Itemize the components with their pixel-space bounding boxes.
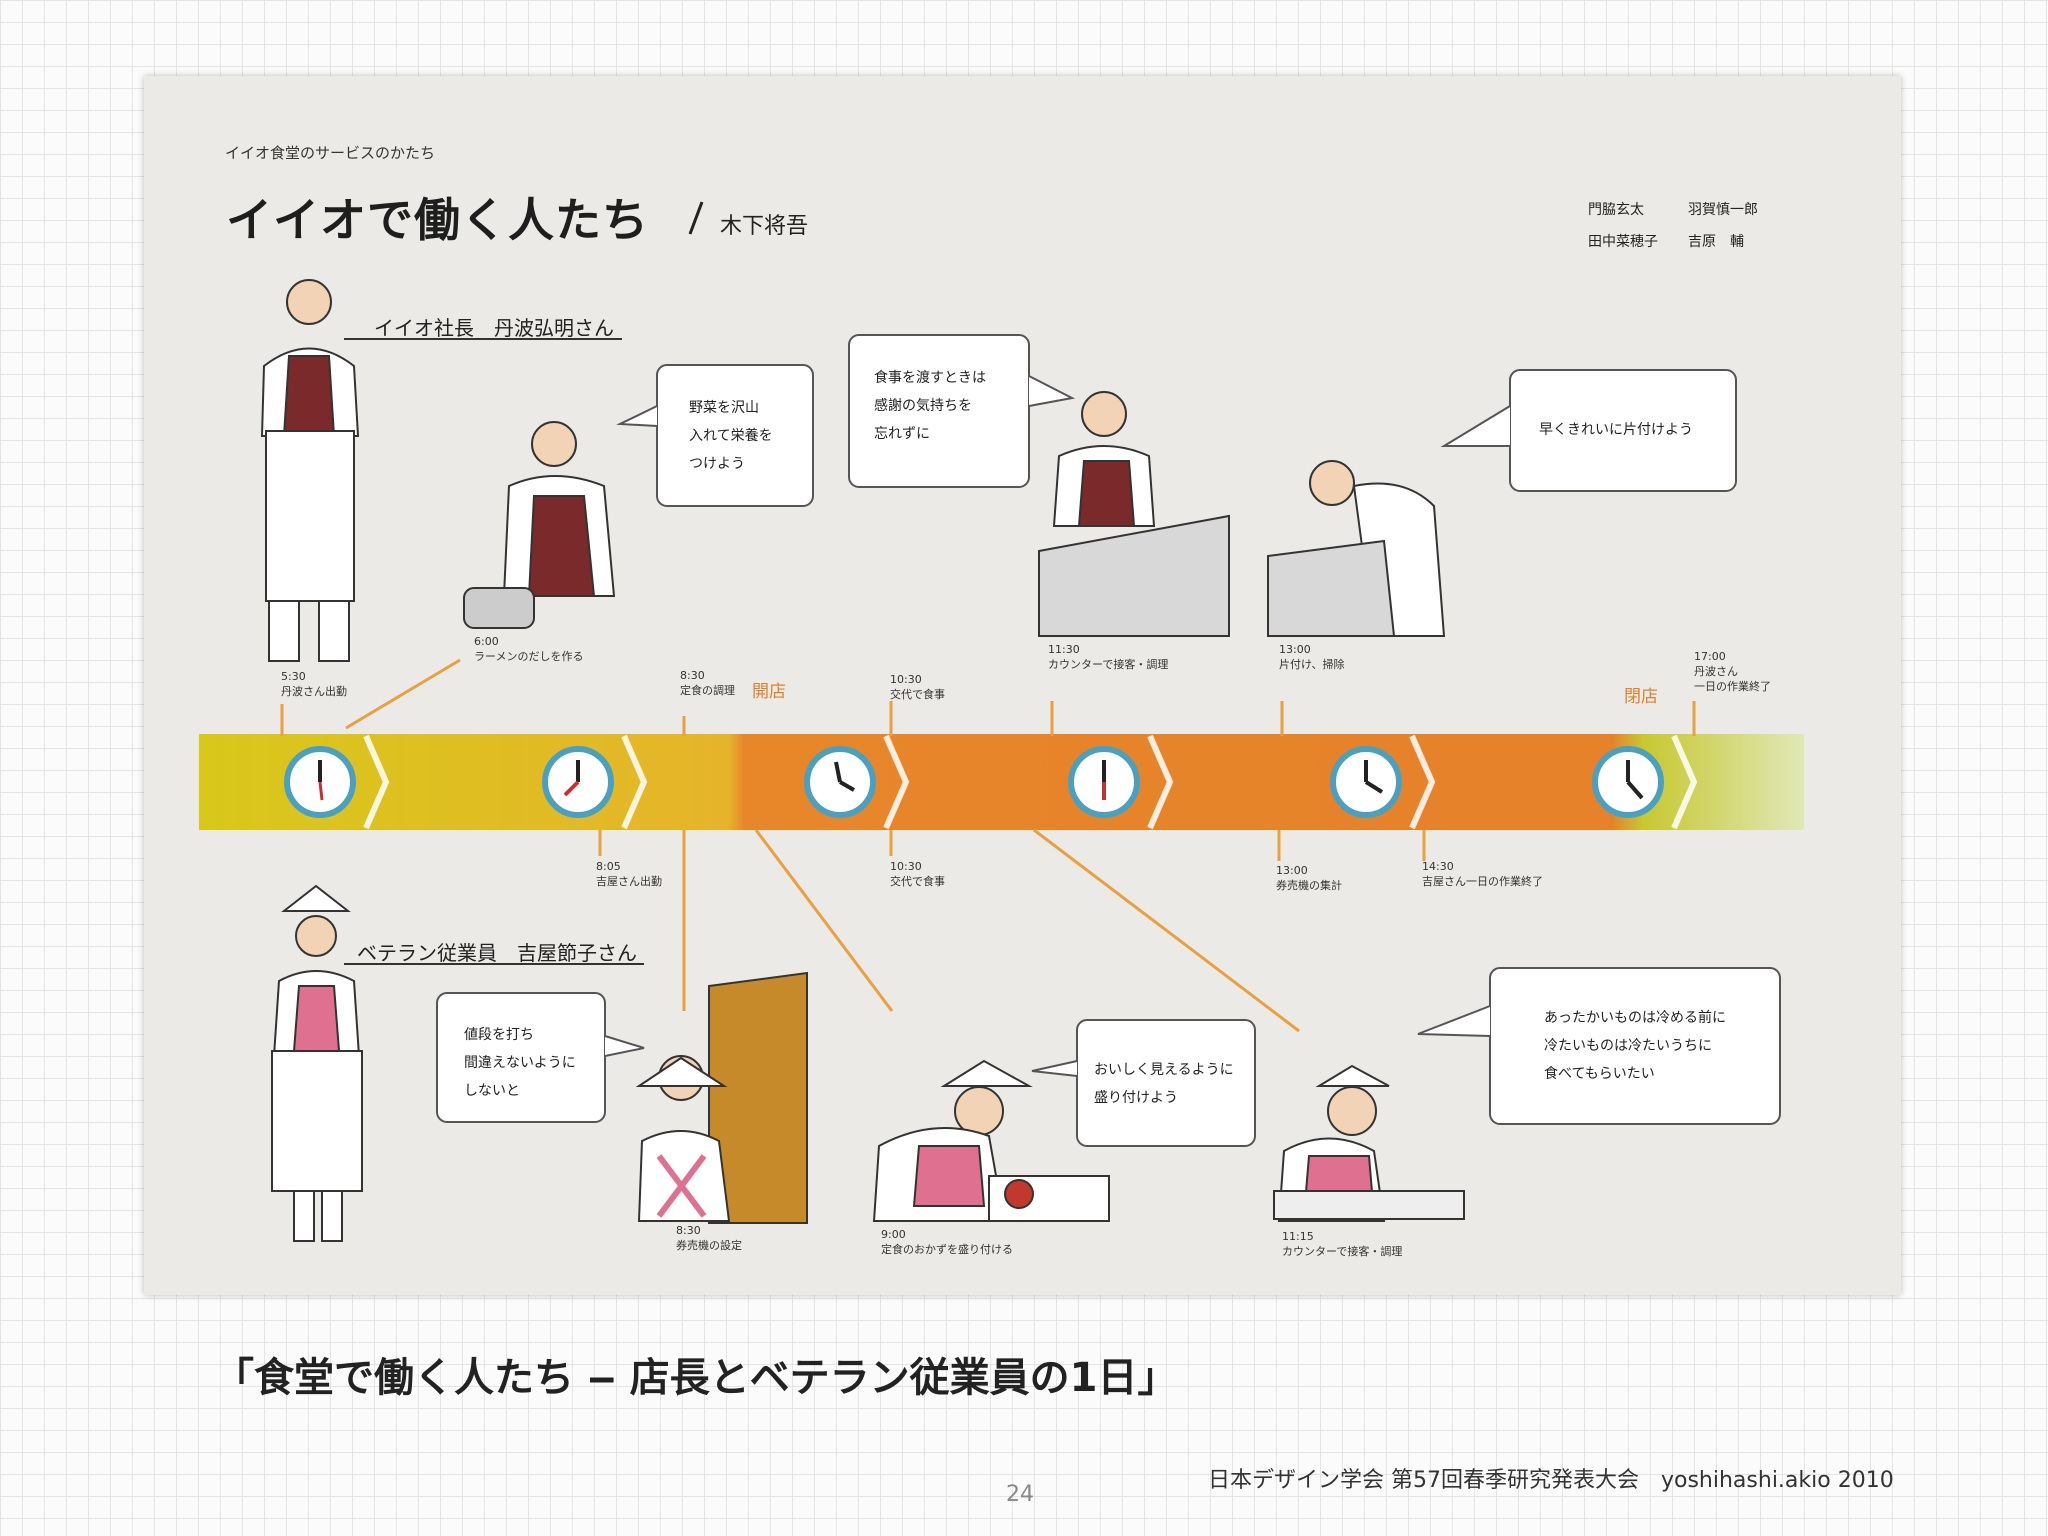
store-close-label: 閉店: [1624, 687, 1658, 707]
owner-cleaning-figure: [1267, 460, 1446, 637]
bubble-plating: おいしく見えるように 盛り付けよう: [1094, 1062, 1234, 1106]
owner-figure: [260, 279, 360, 662]
bubble-cleanup: 早くきれいに片付けよう: [1539, 422, 1693, 438]
timeline-label: 14:30 吉屋さん一日の作業終了: [1422, 860, 1543, 888]
bubble-vegetables: 野菜を沢山 入れて栄養を つけよう: [689, 400, 773, 472]
poster-subtitle: イイオ食堂のサービスのかたち: [225, 144, 436, 162]
member-list: 門脇玄太 羽賀慎一郎 田中菜穂子 吉原 輔: [1588, 194, 1808, 258]
poster-artwork: [199, 201, 1804, 1242]
ticket-machine-figure: [635, 971, 808, 1224]
bubble-gratitude: 食事を渡すときは 感謝の気持ちを 忘れずに: [874, 370, 986, 442]
clock-icon-1: [284, 746, 356, 818]
timeline-ticks: [280, 658, 1696, 1033]
slide-caption: 「食堂で働く人たち ‒ 店長とベテラン従業員の1日」: [214, 1355, 1178, 1401]
timeline-label: 6:00 ラーメンのだしを作る: [474, 635, 584, 663]
timeline-label: 10:30 交代で食事: [890, 860, 945, 888]
clock-icon-4: [1068, 746, 1140, 818]
bubble-temperature: あったかいものは冷める前に 冷たいものは冷たいうちに 食べてもらいたい: [1544, 1010, 1726, 1082]
clock-icon-6: [1592, 746, 1664, 818]
speech-bubbles: [436, 334, 1781, 1147]
timeline-label: 17:00 丹波さん 一日の作業終了: [1694, 650, 1771, 693]
owner-label: イイオ社長 丹波弘明さん: [374, 316, 614, 340]
slide-credit: 日本デザイン学会 第57回春季研究発表大会 yoshihashi.akio 20…: [1208, 1468, 1894, 1493]
veteran-figure: [271, 884, 363, 1242]
clock-icon-3: [804, 746, 876, 818]
page-number: 24: [1006, 1482, 1034, 1507]
poster-title: イイオで働く人たち: [226, 193, 649, 247]
veteran-plating-figure: [872, 1059, 1110, 1222]
timeline-label: 8:05 吉屋さん出勤: [596, 860, 662, 888]
member-name: 羽賀慎一郎: [1688, 202, 1758, 218]
timeline-label: 8:30 定食の調理: [680, 669, 735, 697]
timeline-label: 13:00 券売機の集計: [1276, 864, 1342, 892]
store-open-label: 開店: [752, 682, 786, 702]
member-name: 田中菜穂子: [1588, 234, 1658, 250]
timeline-label: 9:00 定食のおかずを盛り付ける: [881, 1228, 1013, 1256]
member-name: 門脇玄太: [1588, 202, 1644, 218]
timeline-label: 10:30 交代で食事: [890, 673, 945, 701]
timeline-label: 11:30 カウンターで接客・調理: [1048, 643, 1169, 671]
timeline-chevrons: [363, 734, 1698, 830]
clock-icon-5: [1330, 746, 1402, 818]
veteran-counter-figure: [1273, 1064, 1465, 1222]
bubble-price: 値段を打ち 間違えないように しないと: [464, 1027, 576, 1099]
veteran-label: ベテラン従業員 吉屋節子さん: [357, 941, 637, 965]
timeline-label: 8:30 券売機の設定: [676, 1224, 742, 1252]
owner-cooking-figure: [463, 421, 616, 629]
timeline-label: 5:30 丹波さん出勤: [281, 670, 347, 698]
poster-photo: イイオ食堂のサービスのかたち イイオで働く人たち 木下将吾 門脇玄太 羽賀慎一郎 …: [144, 76, 1901, 1295]
timeline-band: [199, 734, 1804, 830]
timeline-label: 11:15 カウンターで接客・調理: [1282, 1230, 1403, 1258]
timeline-label: 13:00 片付け、掃除: [1279, 643, 1345, 671]
owner-counter-figure: [1038, 391, 1230, 637]
clock-icon-2: [542, 746, 614, 818]
poster-author: 木下将吾: [720, 214, 809, 239]
member-name: 吉原 輔: [1688, 234, 1744, 250]
